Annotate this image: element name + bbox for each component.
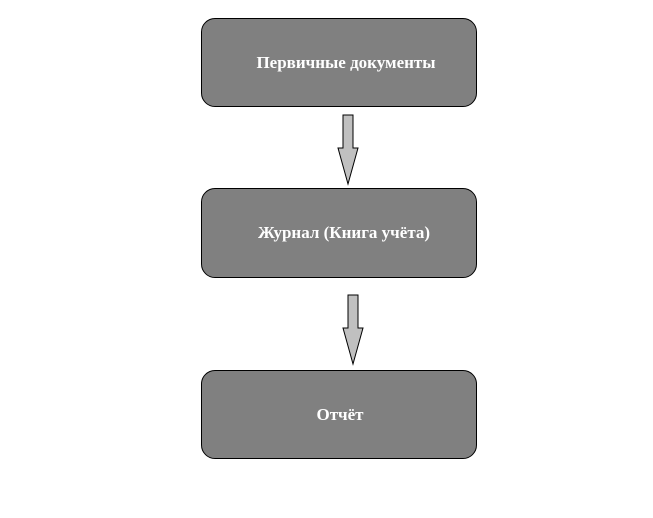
arrow-journal-to-report xyxy=(342,294,364,366)
node-report-label: Отчёт xyxy=(316,404,364,424)
node-journal: Журнал (Книга учёта) xyxy=(201,188,477,278)
node-journal-label: Журнал (Книга учёта) xyxy=(257,223,431,242)
node-primary-documents-label: Первичные документы xyxy=(256,52,436,72)
arrow-primary-to-journal xyxy=(337,114,359,186)
node-report: Отчёт xyxy=(201,370,477,459)
node-primary-documents: Первичные документы xyxy=(201,18,477,107)
